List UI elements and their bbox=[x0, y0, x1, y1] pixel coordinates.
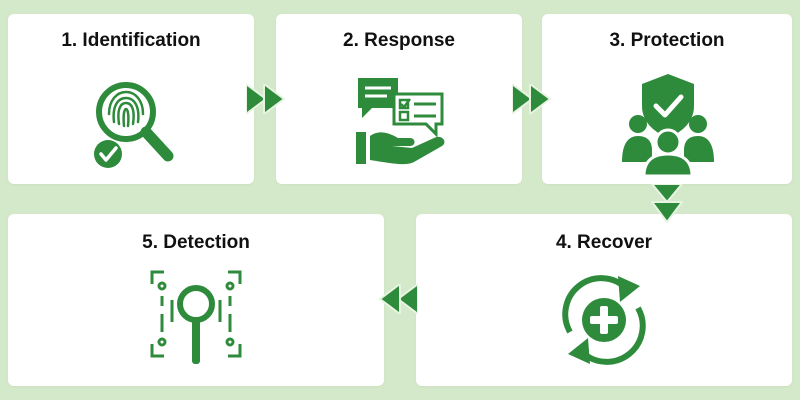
hand-chat-bubbles-icon bbox=[356, 78, 445, 165]
double-arrow-right-icon bbox=[246, 84, 286, 114]
fingerprint-magnifier-icon bbox=[94, 82, 174, 168]
double-arrow-down-icon bbox=[651, 184, 683, 224]
step-title: 2. Response bbox=[343, 30, 455, 51]
step-card-protection: 3. Protection bbox=[542, 14, 792, 184]
shield-people-icon bbox=[622, 74, 714, 176]
step-title: 3. Protection bbox=[609, 30, 725, 51]
step-card-identification: 1. Identification bbox=[8, 14, 254, 184]
step-title: 4. Recover bbox=[555, 232, 653, 253]
step-card-detection: 5. Detection bbox=[8, 214, 384, 386]
recovery-cycle-icon bbox=[562, 275, 646, 365]
step-title: 1. Identification bbox=[61, 30, 201, 51]
step-title: 5. Detection bbox=[142, 232, 250, 253]
double-arrow-right-icon bbox=[512, 84, 552, 114]
step-card-response: 2. Response bbox=[276, 14, 522, 184]
scan-magnifier-icon bbox=[150, 270, 242, 364]
double-arrow-left-icon bbox=[378, 284, 418, 314]
step-card-recover: 4. Recover bbox=[416, 214, 792, 386]
